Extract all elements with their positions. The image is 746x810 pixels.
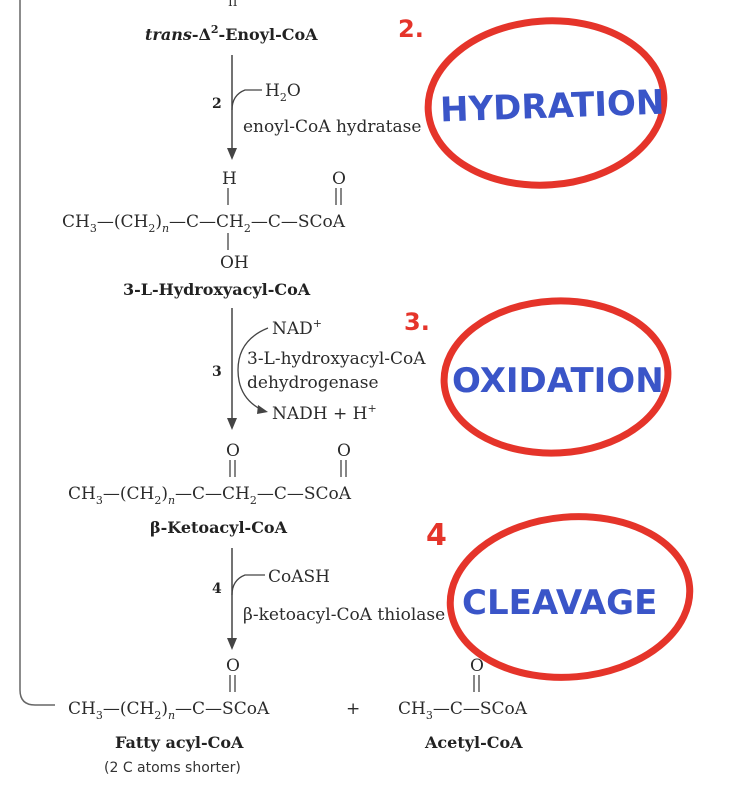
step2-arrowhead: [227, 148, 237, 160]
step4-cofactor-curve: [231, 574, 265, 596]
ketoacyl-o2: O: [337, 441, 351, 461]
hydration-word: HYDRATION: [439, 83, 665, 131]
cleavage-annotation: 4 CLEAVAGE: [426, 513, 694, 681]
acetyl-o: O: [470, 656, 484, 676]
oxidation-annotation: 3. OXIDATION: [404, 297, 672, 457]
products-plus: +: [346, 699, 360, 719]
cleavage-circle: [446, 513, 694, 681]
step2-number: 2: [212, 96, 222, 112]
enoyl-coa-label: trans-Δ2-Enoyl-CoA: [145, 23, 318, 44]
hydroxyacyl-oh: OH: [220, 253, 249, 273]
enoyl-coa-hydratase-label: enoyl-CoA hydratase: [243, 117, 421, 137]
hydroxyacyl-name: 3-L-Hydroxyacyl-CoA: [123, 280, 311, 299]
ketoacyl-formula: CH3—(CH2)n—C—CH2—C—SCoA: [68, 484, 352, 507]
hydroxyacyl-dehydrogenase-line2: dehydrogenase: [247, 373, 379, 393]
h2o-label: H2O: [265, 81, 301, 104]
cleavage-word: CLEAVAGE: [462, 583, 657, 623]
hydroxyacyl-h: H: [222, 169, 237, 189]
fatty-acyl-note: (2 C atoms shorter): [104, 760, 241, 776]
step3-number: 3: [212, 364, 222, 380]
hydroxyacyl-dehydrogenase-line1: 3-L-hydroxyacyl-CoA: [247, 349, 426, 369]
step4-number: 4: [212, 581, 222, 597]
coash-label: CoASH: [268, 567, 330, 587]
step2-cofactor-curve: [231, 89, 262, 111]
cleavage-number: 4: [426, 518, 447, 553]
fatty-acyl-formula: CH3—(CH2)n—C—SCoA: [68, 699, 270, 722]
top-cut-label: II: [228, 0, 238, 9]
cycle-return-line: [19, 0, 55, 706]
hydration-annotation: 2. HYDRATION: [398, 15, 668, 189]
oxidation-circle: [440, 297, 672, 457]
ketoacyl-name: β-Ketoacyl-CoA: [150, 518, 288, 537]
thiolase-label: β-ketoacyl-CoA thiolase: [243, 605, 445, 625]
step3-cofactor-curve: [237, 327, 269, 411]
step4-arrowhead: [227, 638, 237, 650]
step3-arrowhead: [227, 418, 237, 430]
acetyl-name: Acetyl-CoA: [424, 733, 523, 752]
acetyl-formula: CH3—C—SCoA: [398, 699, 528, 722]
nad-label: NAD+: [272, 317, 322, 339]
oxidation-number: 3.: [404, 308, 430, 336]
fatty-acyl-name: Fatty acyl-CoA: [115, 733, 244, 752]
ketoacyl-o1: O: [226, 441, 240, 461]
hydration-number: 2.: [398, 15, 424, 43]
hydroxyacyl-formula: CH3—(CH2)n—C—CH2—C—SCoA: [62, 212, 346, 235]
nadh-label: NADH + H+: [272, 402, 377, 424]
hydration-circle: [424, 17, 668, 189]
oxidation-word: OXIDATION: [452, 361, 664, 401]
step3-nadh-arrowhead: [257, 405, 268, 414]
hydroxyacyl-o: O: [332, 169, 346, 189]
fatty-acyl-o: O: [226, 656, 240, 676]
